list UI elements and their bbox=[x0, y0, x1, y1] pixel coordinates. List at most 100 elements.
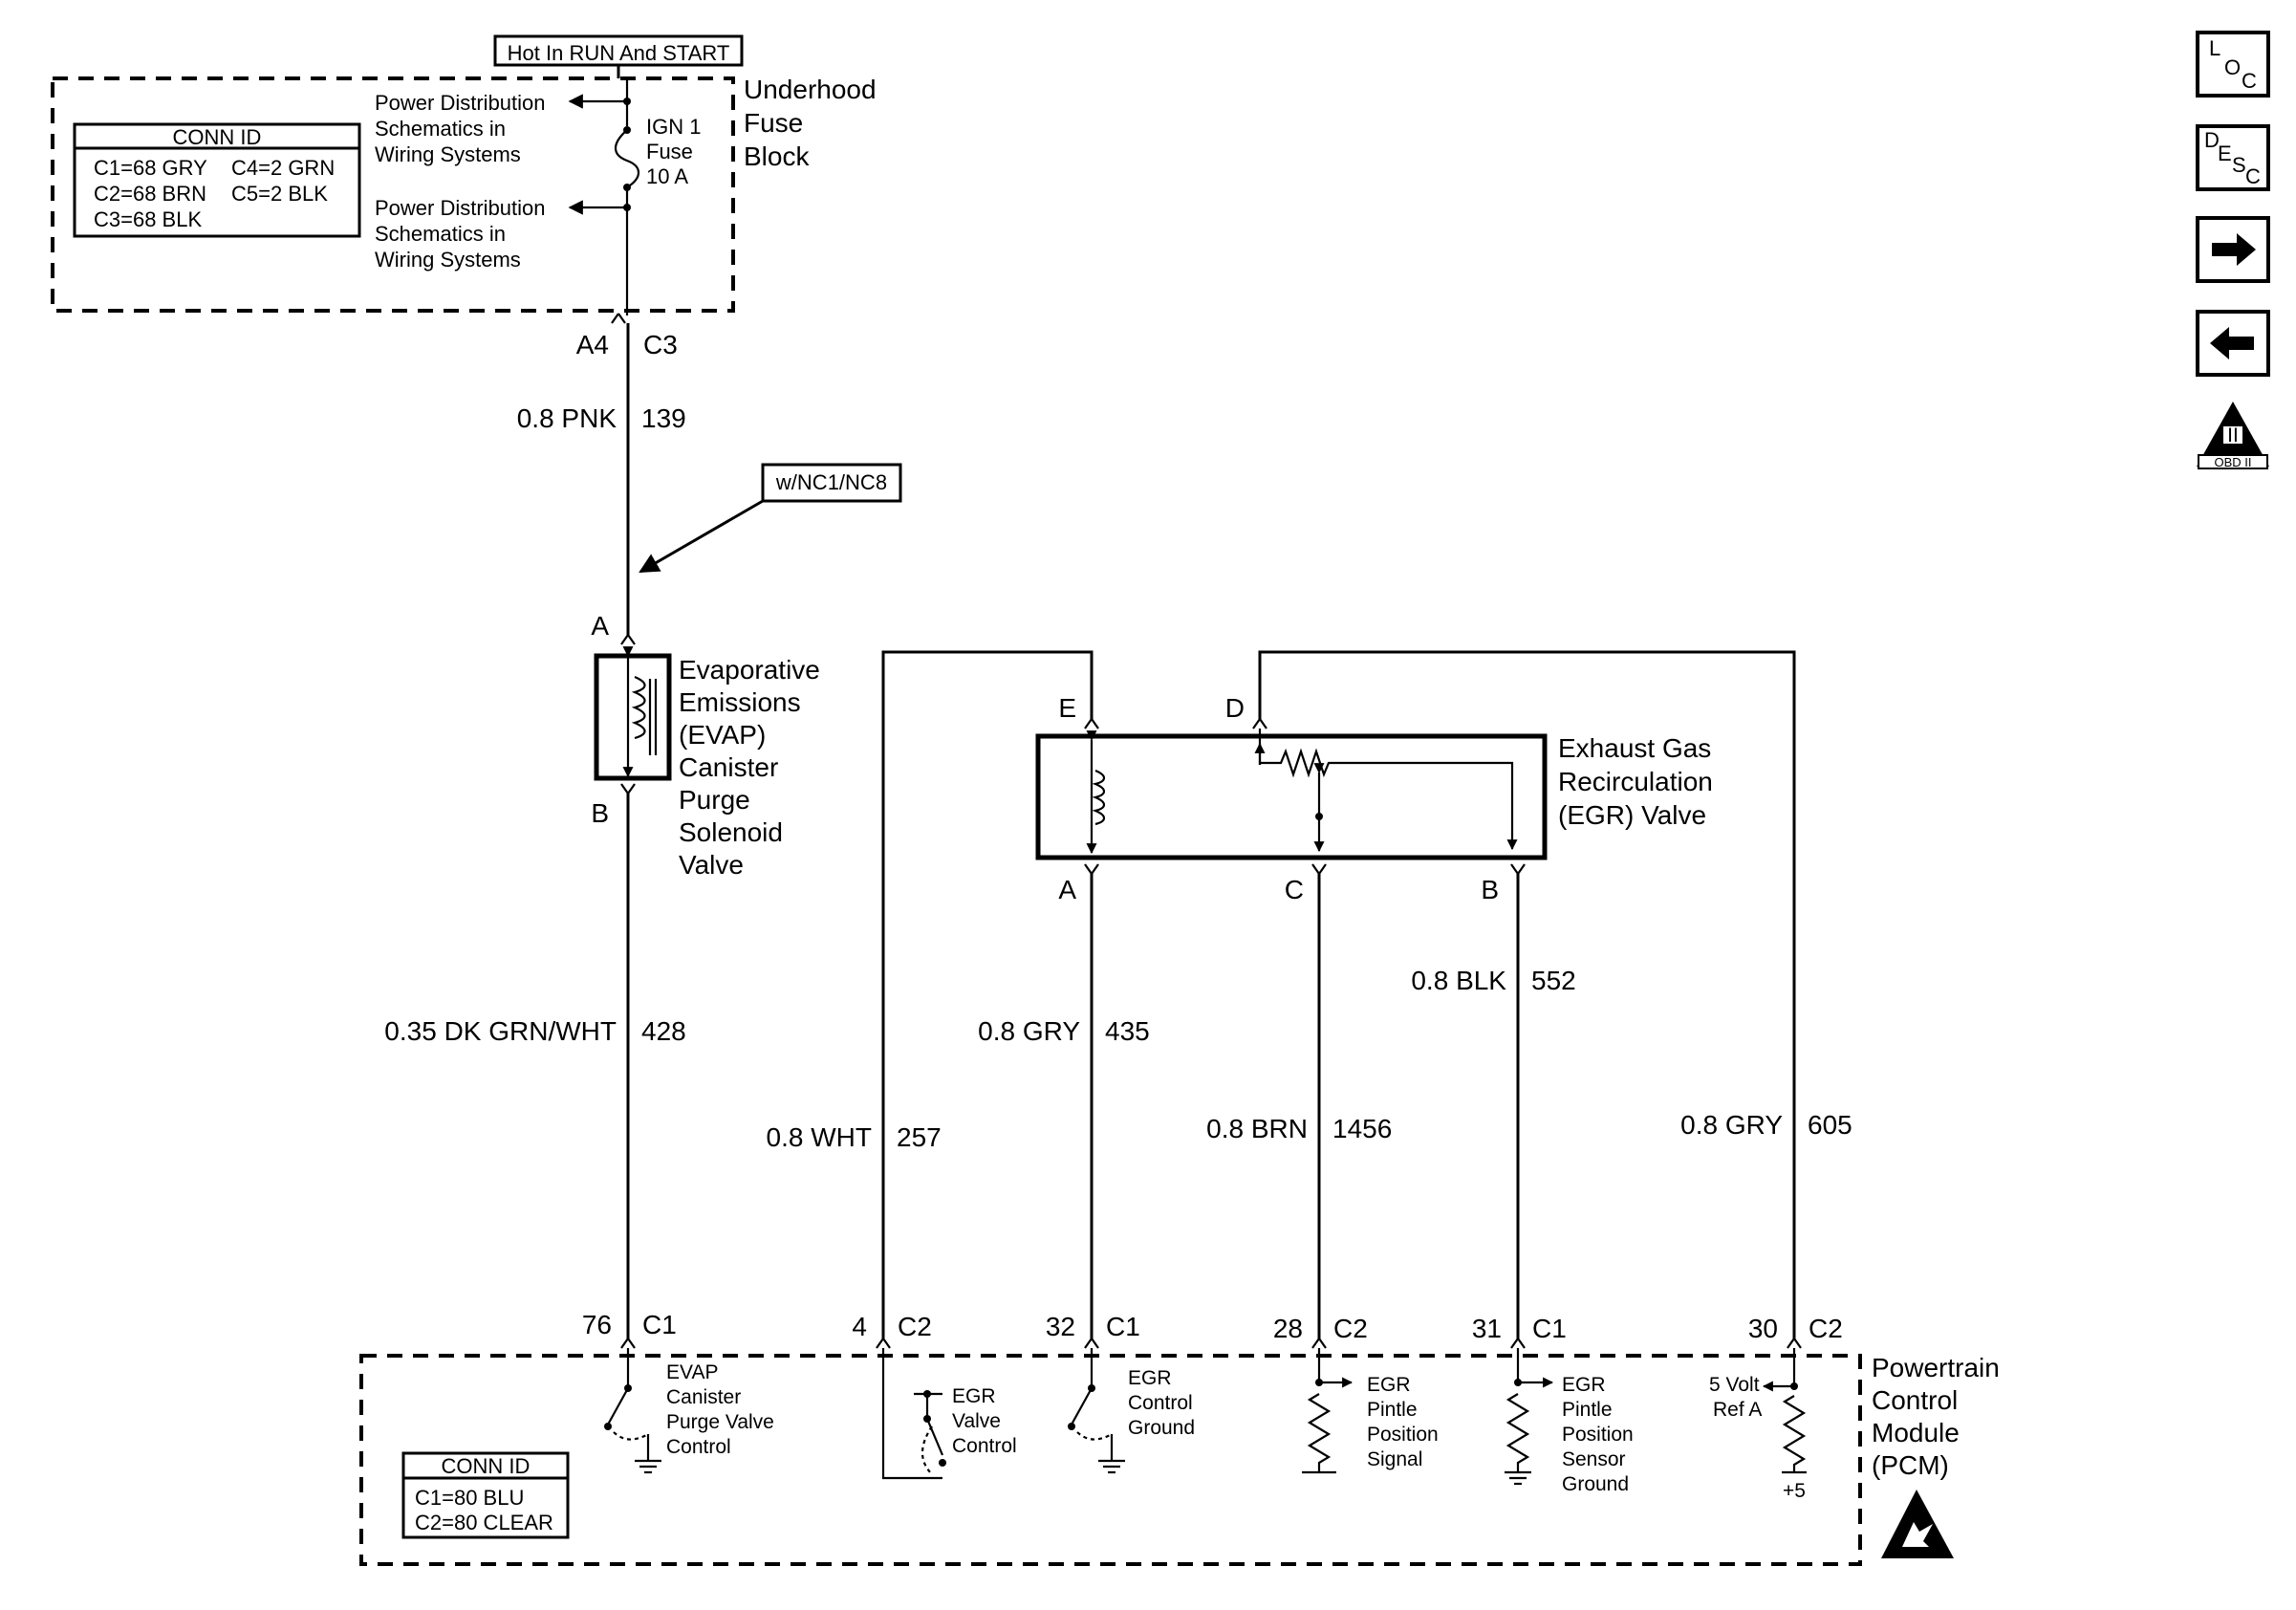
fuse-label-2: Fuse bbox=[646, 140, 693, 163]
pin-a4-label: A4 bbox=[576, 330, 609, 359]
wire-257 bbox=[881, 650, 1094, 1338]
pcm-pin-32: 32 bbox=[1046, 1312, 1075, 1341]
egr-valve-control-switch: EGR Valve Control bbox=[881, 1348, 1017, 1480]
egr-pin-d: D bbox=[1225, 693, 1245, 723]
wire-139-size-color: 0.8 PNK bbox=[517, 403, 617, 433]
five-volt-ref-circuit: 5 Volt Ref A +5 bbox=[1709, 1348, 1807, 1502]
pcm-conn-c2: C2=80 CLEAR bbox=[415, 1511, 553, 1534]
option-pointer bbox=[639, 499, 764, 574]
pcm-pin-30: 30 bbox=[1748, 1314, 1778, 1343]
evap-name-2: Emissions bbox=[679, 687, 801, 717]
egr-name-1: Exhaust Gas bbox=[1558, 733, 1711, 763]
pcm-name-1: Powertrain bbox=[1872, 1353, 2000, 1382]
nav-loc-button[interactable]: L O C bbox=[2196, 31, 2270, 98]
pintle-sig-3: Position bbox=[1367, 1424, 1439, 1446]
conn-id-c3: C3=68 BLK bbox=[94, 207, 202, 231]
pin-c3-label: C3 bbox=[643, 330, 678, 359]
conn-id-c4: C4=2 GRN bbox=[231, 156, 335, 180]
pcm-pin-31: 31 bbox=[1472, 1314, 1502, 1343]
wire-605-circuit: 605 bbox=[1808, 1110, 1852, 1140]
obd-ii-button[interactable]: II OBD II bbox=[2197, 402, 2269, 469]
pcm-conn-32: C1 bbox=[1106, 1312, 1140, 1341]
evap-ctrl-4: Control bbox=[666, 1436, 731, 1458]
wire-552-circuit: 552 bbox=[1531, 966, 1576, 995]
evap-pin-b: B bbox=[591, 798, 609, 828]
egr-pintle-ground-circuit: EGR Pintle Position Sensor Ground bbox=[1505, 1348, 1634, 1495]
egr-control-ground-switch: EGR Control Ground bbox=[1068, 1348, 1195, 1474]
loc-o: O bbox=[2224, 55, 2241, 79]
pintle-gnd-1: EGR bbox=[1562, 1374, 1606, 1396]
option-label: w/NC1/NC8 bbox=[775, 470, 887, 494]
pintle-sig-1: EGR bbox=[1367, 1374, 1411, 1396]
pintle-gnd-3: Position bbox=[1562, 1424, 1634, 1446]
conn-id-c2: C2=68 BRN bbox=[94, 182, 206, 206]
evap-name-6: Solenoid bbox=[679, 817, 783, 847]
pintle-gnd-2: Pintle bbox=[1562, 1399, 1613, 1421]
pd-note-1-line2: Schematics in bbox=[375, 117, 506, 141]
pcm-conn-30: C2 bbox=[1809, 1314, 1843, 1343]
pcm-conn-28: C2 bbox=[1333, 1314, 1368, 1343]
esd-warning-icon bbox=[1881, 1490, 1954, 1558]
pd-note-1-line3: Wiring Systems bbox=[375, 142, 521, 166]
pcm-conn-c1: C1=80 BLU bbox=[415, 1486, 524, 1510]
evap-purge-solenoid: A B Evaporative Emissions (EVAP) Caniste… bbox=[591, 611, 820, 880]
pcm-pin-28: 28 bbox=[1273, 1314, 1303, 1343]
pcm-conn-id: CONN ID C1=80 BLU C2=80 CLEAR bbox=[401, 1451, 570, 1539]
evap-name-5: Purge bbox=[679, 785, 750, 815]
solenoid-coil bbox=[631, 675, 646, 740]
pcm-outline bbox=[359, 1354, 1862, 1566]
ref-1: 5 Volt bbox=[1709, 1374, 1760, 1396]
pd-note-1-line1: Power Distribution bbox=[375, 91, 546, 115]
fuse-block-name-3: Block bbox=[744, 141, 810, 171]
prev-arrow-button[interactable] bbox=[2196, 310, 2270, 377]
wire-257-size-color: 0.8 WHT bbox=[767, 1122, 872, 1152]
ref-2: Ref A bbox=[1713, 1399, 1762, 1421]
nav-desc-button[interactable]: D E S C bbox=[2196, 124, 2270, 191]
conn-id-c5: C5=2 BLK bbox=[231, 182, 328, 206]
egr-ctrl-3: Control bbox=[952, 1435, 1017, 1457]
pintle-gnd-5: Ground bbox=[1562, 1473, 1629, 1495]
egr-valve-body bbox=[1035, 733, 1548, 860]
underhood-fuse-block: Hot In RUN And START Underhood Fuse Bloc… bbox=[51, 34, 877, 315]
evap-name-7: Valve bbox=[679, 850, 744, 880]
evap-pin-a: A bbox=[591, 611, 609, 641]
desc-s: S bbox=[2232, 153, 2246, 177]
egr-solenoid-coil bbox=[1092, 769, 1106, 826]
wire-435-size-color: 0.8 GRY bbox=[978, 1016, 1080, 1046]
pintle-sig-2: Pintle bbox=[1367, 1399, 1418, 1421]
egr-gnd-1: EGR bbox=[1128, 1367, 1172, 1389]
conn-id-c1: C1=68 GRY bbox=[94, 156, 207, 180]
egr-pin-e: E bbox=[1058, 693, 1076, 723]
egr-pin-b: B bbox=[1481, 875, 1499, 904]
conn-id-title: CONN ID bbox=[173, 125, 262, 149]
connector-fuse-block bbox=[611, 313, 626, 324]
wire-435-circuit: 435 bbox=[1105, 1016, 1150, 1046]
desc-c: C bbox=[2245, 164, 2261, 188]
pd-note-2-line2: Schematics in bbox=[375, 222, 506, 246]
egr-ctrl-1: EGR bbox=[952, 1385, 996, 1407]
fuse-label-1: IGN 1 bbox=[646, 115, 701, 139]
fuse-block-name-2: Fuse bbox=[744, 108, 803, 138]
pcm-name-2: Control bbox=[1872, 1385, 1958, 1415]
egr-ctrl-2: Valve bbox=[952, 1410, 1001, 1432]
pintle-gnd-4: Sensor bbox=[1562, 1448, 1626, 1470]
egr-pin-c: C bbox=[1285, 875, 1304, 904]
next-arrow-button[interactable] bbox=[2196, 216, 2270, 283]
pcm-pin-76: 76 bbox=[582, 1310, 612, 1339]
fuse-block-conn-id: CONN ID C1=68 GRY C4=2 GRN C2=68 BRN C5=… bbox=[73, 122, 361, 238]
pcm-conn-4: C2 bbox=[898, 1312, 932, 1341]
pcm-pin-4: 4 bbox=[852, 1312, 867, 1341]
pd-note-2-line3: Wiring Systems bbox=[375, 248, 521, 272]
pcm-name-3: Module bbox=[1872, 1418, 1960, 1447]
evap-ctrl-3: Purge Valve bbox=[666, 1411, 774, 1433]
wire-257-circuit: 257 bbox=[897, 1122, 942, 1152]
option-box bbox=[761, 463, 902, 503]
egr-name-2: Recirculation bbox=[1558, 767, 1713, 796]
wire-139-circuit: 139 bbox=[641, 403, 686, 433]
pd-note-2-line1: Power Distribution bbox=[375, 196, 546, 220]
loc-l: L bbox=[2209, 36, 2220, 60]
evap-control-switch: EVAP Canister Purge Valve Control bbox=[604, 1348, 774, 1474]
evap-name-4: Canister bbox=[679, 752, 778, 782]
